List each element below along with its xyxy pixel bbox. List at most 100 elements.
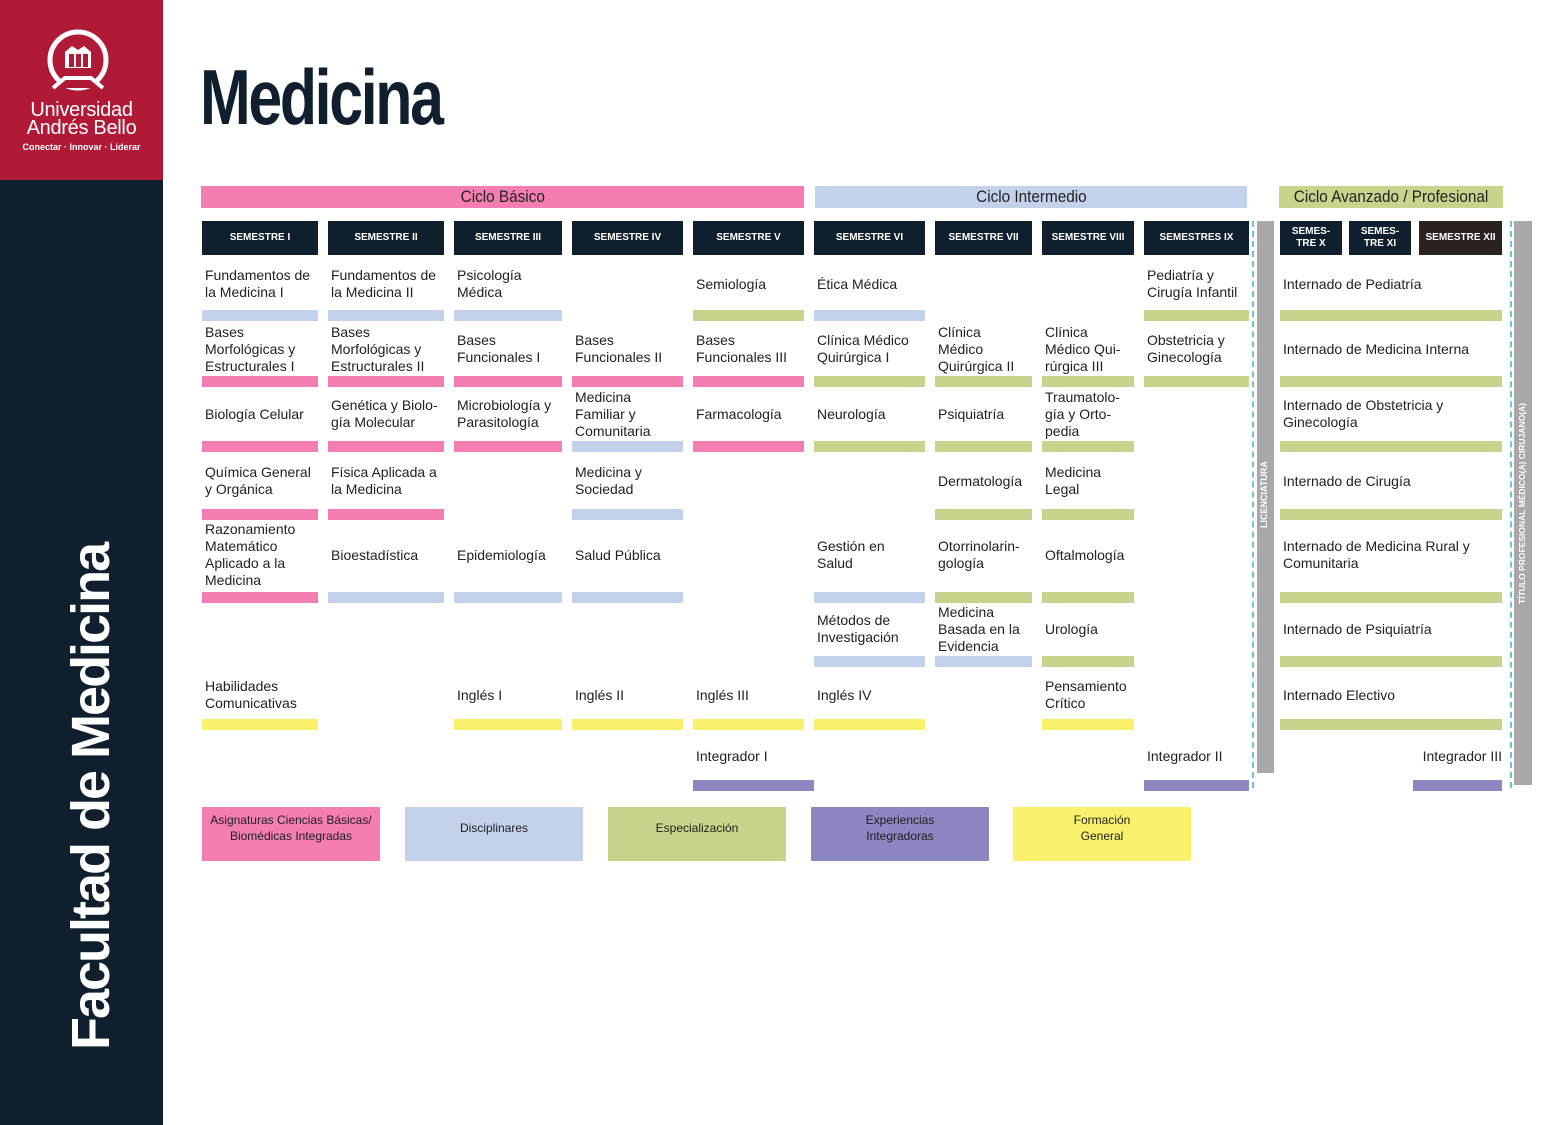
course-category-bar — [202, 376, 318, 387]
university-logo[interactable]: Universidad Andrés Bello Conectar · Inno… — [0, 0, 163, 180]
course-name: Internado de Medicina Interna — [1283, 340, 1470, 357]
course-category-bar — [693, 719, 804, 730]
course-name: Biología Celular — [205, 405, 304, 422]
legend-integradoras: Experiencias Integradoras — [811, 807, 989, 861]
course-category-bar — [328, 441, 444, 452]
course-name: Bases Morfológicas y Estructurales II — [331, 323, 425, 374]
course-category-bar — [935, 376, 1032, 387]
titulo-divider — [1510, 221, 1512, 788]
course-category-bar — [1042, 592, 1134, 603]
course-name: Psiquiatría — [938, 405, 1005, 422]
course-category-bar — [202, 509, 318, 520]
university-name-line1: Universidad — [30, 99, 133, 121]
course-category-bar — [1280, 441, 1502, 452]
course-name: Genética y Biolo- gía Molecular — [331, 397, 438, 430]
course-category-bar — [572, 509, 683, 520]
semester-header: SEMESTRE VII — [935, 221, 1032, 255]
legend-especializacion: Especialización — [608, 807, 786, 861]
course-category-bar — [1280, 719, 1502, 730]
course-name: Habilidades Comunicativas — [205, 678, 297, 711]
course-category-bar — [1280, 509, 1502, 520]
course-name: Razonamiento Matemático Aplicado a la Me… — [205, 521, 296, 588]
legend-basicas: Asignaturas Ciencias Básicas/ Biomédicas… — [202, 807, 380, 861]
licenciatura-bar — [1257, 221, 1274, 773]
licenciatura-label: LICENCIATURA — [1259, 461, 1269, 528]
course-category-bar — [814, 592, 925, 603]
legend-general: Formación General — [1013, 807, 1191, 861]
course-name: Integrador III — [1422, 747, 1502, 764]
course-name: Neurología — [817, 405, 886, 422]
semester-header: SEMESTRE IV — [572, 221, 683, 255]
course-name: Internado Electivo — [1283, 686, 1396, 703]
course-name: Salud Pública — [575, 546, 661, 563]
course-category-bar — [1413, 780, 1502, 791]
course-category-bar — [328, 310, 444, 321]
course-category-bar — [1280, 376, 1502, 387]
course-category-bar — [814, 310, 925, 321]
course-category-bar — [693, 376, 804, 387]
course-name: Internado de Obstetricia y Ginecología — [1283, 397, 1444, 430]
course-name: Internado de Psiquiatría — [1283, 620, 1432, 637]
course-name: Bases Funcionales III — [696, 332, 788, 365]
course-name: Integrador I — [696, 747, 768, 764]
page-title: Medicina — [200, 53, 444, 141]
course-name: Inglés II — [575, 686, 625, 703]
university-name-line2: Andrés Bello — [26, 117, 137, 139]
faculty-name: Facultad de Medicina — [61, 543, 121, 1050]
course-name: Semiología — [696, 275, 767, 292]
course-name: Psicología Médica — [457, 267, 522, 300]
course-category-bar — [202, 719, 318, 730]
course-name: Oftalmología — [1045, 546, 1125, 563]
course-category-bar — [935, 592, 1032, 603]
semester-header: SEMESTRE VIII — [1042, 221, 1134, 255]
course-category-bar — [202, 310, 318, 321]
titulo-label: TÍTULO PROFESIONAL MÉDICO(A) CIRUJANO(A) — [1517, 402, 1527, 604]
course-category-bar — [454, 376, 562, 387]
course-category-bar — [1042, 376, 1134, 387]
course-category-bar — [202, 592, 318, 603]
course-name: Fundamentos de la Medicina II — [331, 267, 437, 300]
course-category-bar — [572, 592, 683, 603]
licenciatura-divider — [1252, 221, 1254, 788]
course-name: Inglés I — [457, 686, 503, 703]
course-category-bar — [693, 310, 804, 321]
course-category-bar — [935, 509, 1032, 520]
course-name: Internado de Pediatría — [1283, 275, 1422, 292]
course-name: Otorrinolarin- gología — [938, 538, 1020, 571]
course-name: Traumatolo- gía y Orto- pedia — [1045, 388, 1120, 439]
cycle-avanzado: Ciclo Avanzado / Profesional — [1279, 186, 1503, 208]
course-category-bar — [1144, 780, 1249, 791]
course-category-bar — [935, 656, 1032, 667]
semester-header: SEMESTRE II — [328, 221, 444, 255]
course-category-bar — [1042, 656, 1134, 667]
course-name: Inglés IV — [817, 686, 872, 703]
course-name: Inglés III — [696, 686, 749, 703]
semester-header: SEMES- TRE X — [1280, 221, 1342, 255]
course-category-bar — [572, 441, 683, 452]
semester-header: SEMESTRES IX — [1144, 221, 1249, 255]
course-category-bar — [1280, 310, 1502, 321]
cycle-intermedio: Ciclo Intermedio — [815, 186, 1247, 208]
semester-header: SEMESTRE III — [454, 221, 562, 255]
course-category-bar — [454, 441, 562, 452]
course-category-bar — [1042, 719, 1134, 730]
course-category-bar — [202, 441, 318, 452]
sidebar: Universidad Andrés Bello Conectar · Inno… — [0, 0, 163, 1125]
course-category-bar — [693, 441, 804, 452]
course-name: Clínica Médico Quirúrgica I — [817, 332, 909, 365]
course-name: Medicina Basada en la Evidencia — [938, 603, 1020, 654]
course-name: Dermatología — [938, 472, 1023, 489]
course-name: Gestión en Salud — [817, 538, 885, 571]
course-category-bar — [1042, 441, 1134, 452]
course-name: Física Aplicada a la Medicina — [331, 464, 437, 497]
course-category-bar — [328, 592, 444, 603]
course-name: Clínica Médico Qui- rúrgica III — [1045, 323, 1121, 374]
course-name: Medicina Legal — [1045, 464, 1102, 497]
semester-header: SEMESTRE I — [202, 221, 318, 255]
semester-header: SEMESTRE XII — [1419, 221, 1502, 255]
course-category-bar — [1280, 656, 1502, 667]
course-category-bar — [1144, 376, 1249, 387]
course-name: Farmacología — [696, 405, 782, 422]
course-name: Obstetricia y Ginecología — [1147, 332, 1225, 365]
course-category-bar — [572, 376, 683, 387]
